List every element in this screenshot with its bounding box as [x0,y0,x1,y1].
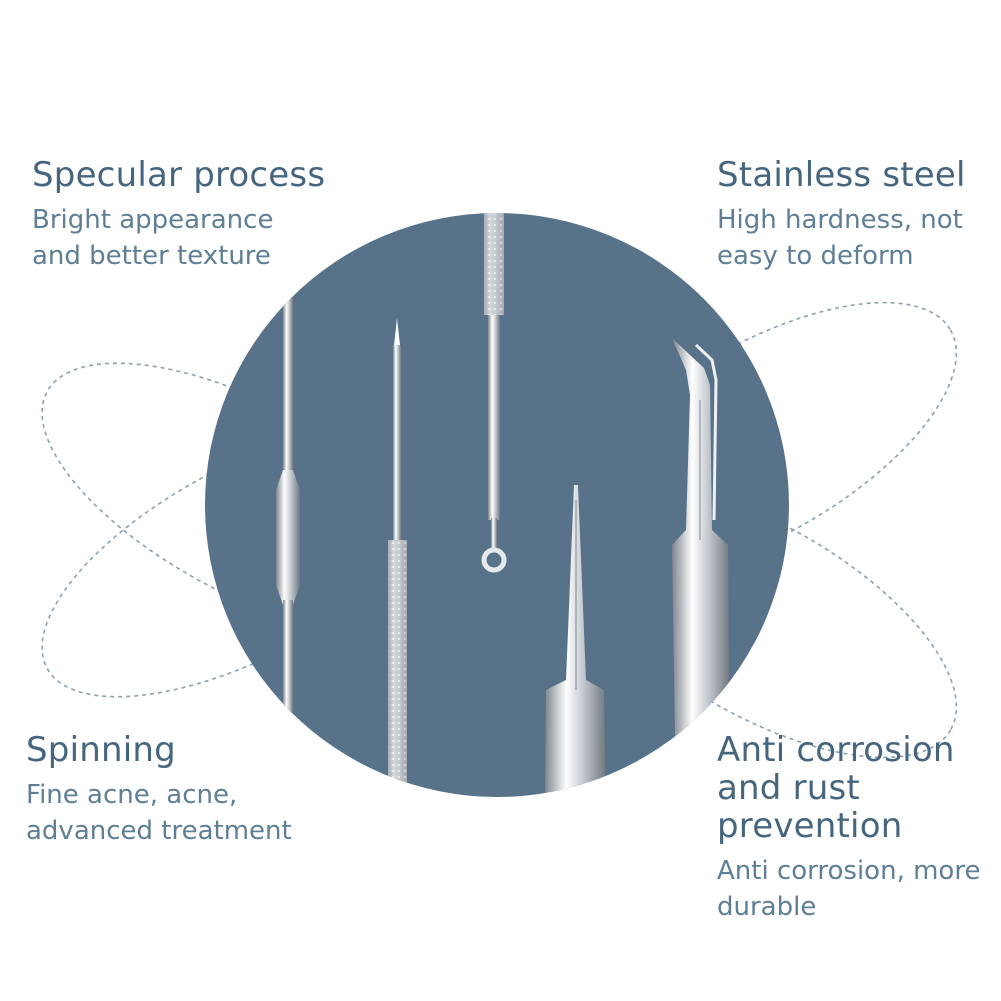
curved-tweezers-icon [672,338,730,797]
loop-extractor-icon [481,213,507,573]
feature-title: Stainless steel [717,155,966,195]
feature-title: Anti corrosion and rust prevention [717,730,955,846]
feature-anti-corrosion: Anti corrosion and rust prevention Anti … [717,731,987,925]
needle-tool-icon [276,213,300,797]
feature-description: Fine acne, acne, advanced treatment [26,780,292,846]
feature-description: Anti corrosion, more durable [717,856,981,922]
feature-specular-process: Specular process Bright appearance and b… [32,156,332,274]
lancet-tool-icon [388,318,407,797]
feature-description: Bright appearance and better texture [32,205,274,271]
tools-group [276,213,730,797]
straight-tweezers-icon [545,485,606,797]
feature-stainless-steel: Stainless steel High hardness, not easy … [717,156,987,274]
feature-title: Specular process [32,155,326,195]
feature-title: Spinning [26,730,176,770]
feature-description: High hardness, not easy to deform [717,205,963,271]
feature-spinning: Spinning Fine acne, acne, advanced treat… [26,731,316,849]
